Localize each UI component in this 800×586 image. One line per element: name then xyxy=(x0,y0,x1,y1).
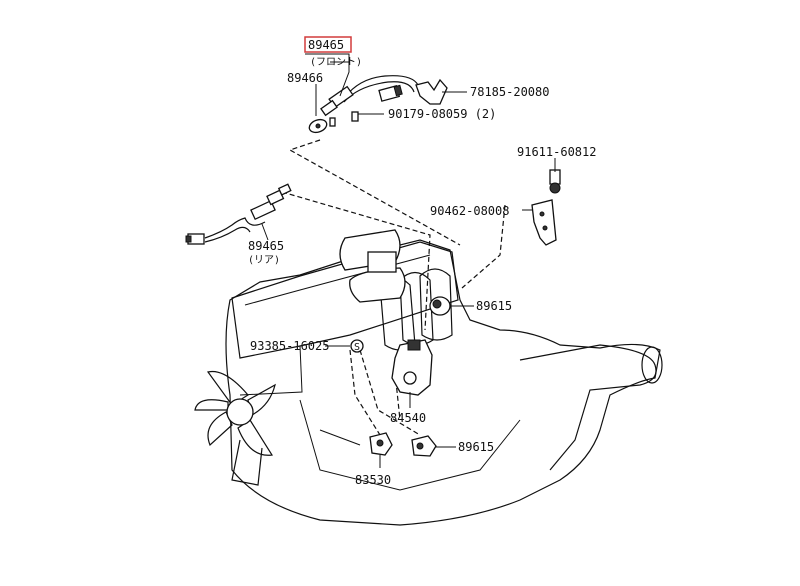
wire-clamp xyxy=(415,78,448,105)
callout-clamp[interactable]: 78185-20080 xyxy=(470,85,549,99)
callout-oil-switch[interactable]: 83530 xyxy=(355,473,391,487)
throttle-position-sensor xyxy=(391,339,433,396)
callout-bolt[interactable]: 91611-60812 xyxy=(517,145,596,159)
callout-gasket2[interactable]: 93385-16025 xyxy=(250,339,329,353)
front-o2-sensor xyxy=(308,75,419,134)
oil-pressure-switch xyxy=(369,432,393,456)
callout-sensor-upper[interactable]: 89615 xyxy=(476,299,512,313)
reference-lines xyxy=(281,139,506,436)
washer-93385: S xyxy=(350,339,364,353)
washer-symbol-icon: S xyxy=(354,342,360,353)
callout-bracket[interactable]: 90462-08008 xyxy=(430,204,509,218)
callout-gasket[interactable]: 89466 xyxy=(287,71,323,85)
callout-o2-front[interactable]: 89465 xyxy=(308,38,344,52)
callout-throttle-sensor[interactable]: 84540 xyxy=(390,411,426,425)
leader-lines xyxy=(261,53,556,468)
callout-sensor-lower[interactable]: 89615 xyxy=(458,440,494,454)
engine-block xyxy=(194,229,663,526)
cooling-fan xyxy=(194,370,276,486)
upper-sensor xyxy=(429,296,451,316)
bracket-assembly xyxy=(531,169,561,246)
lower-sensor xyxy=(411,435,437,457)
callouts: 89465 (フロント) 89466 78185-20080 90179-080… xyxy=(248,36,596,487)
rear-o2-sensor xyxy=(185,183,292,245)
callout-o2-rear-note: (リア) xyxy=(248,255,280,266)
callout-nut[interactable]: 90179-08059 (2) xyxy=(388,107,496,121)
highlight-box xyxy=(304,36,352,53)
callout-o2-rear[interactable]: 89465 xyxy=(248,239,284,253)
callout-o2-front-note: (フロント) xyxy=(310,57,362,68)
